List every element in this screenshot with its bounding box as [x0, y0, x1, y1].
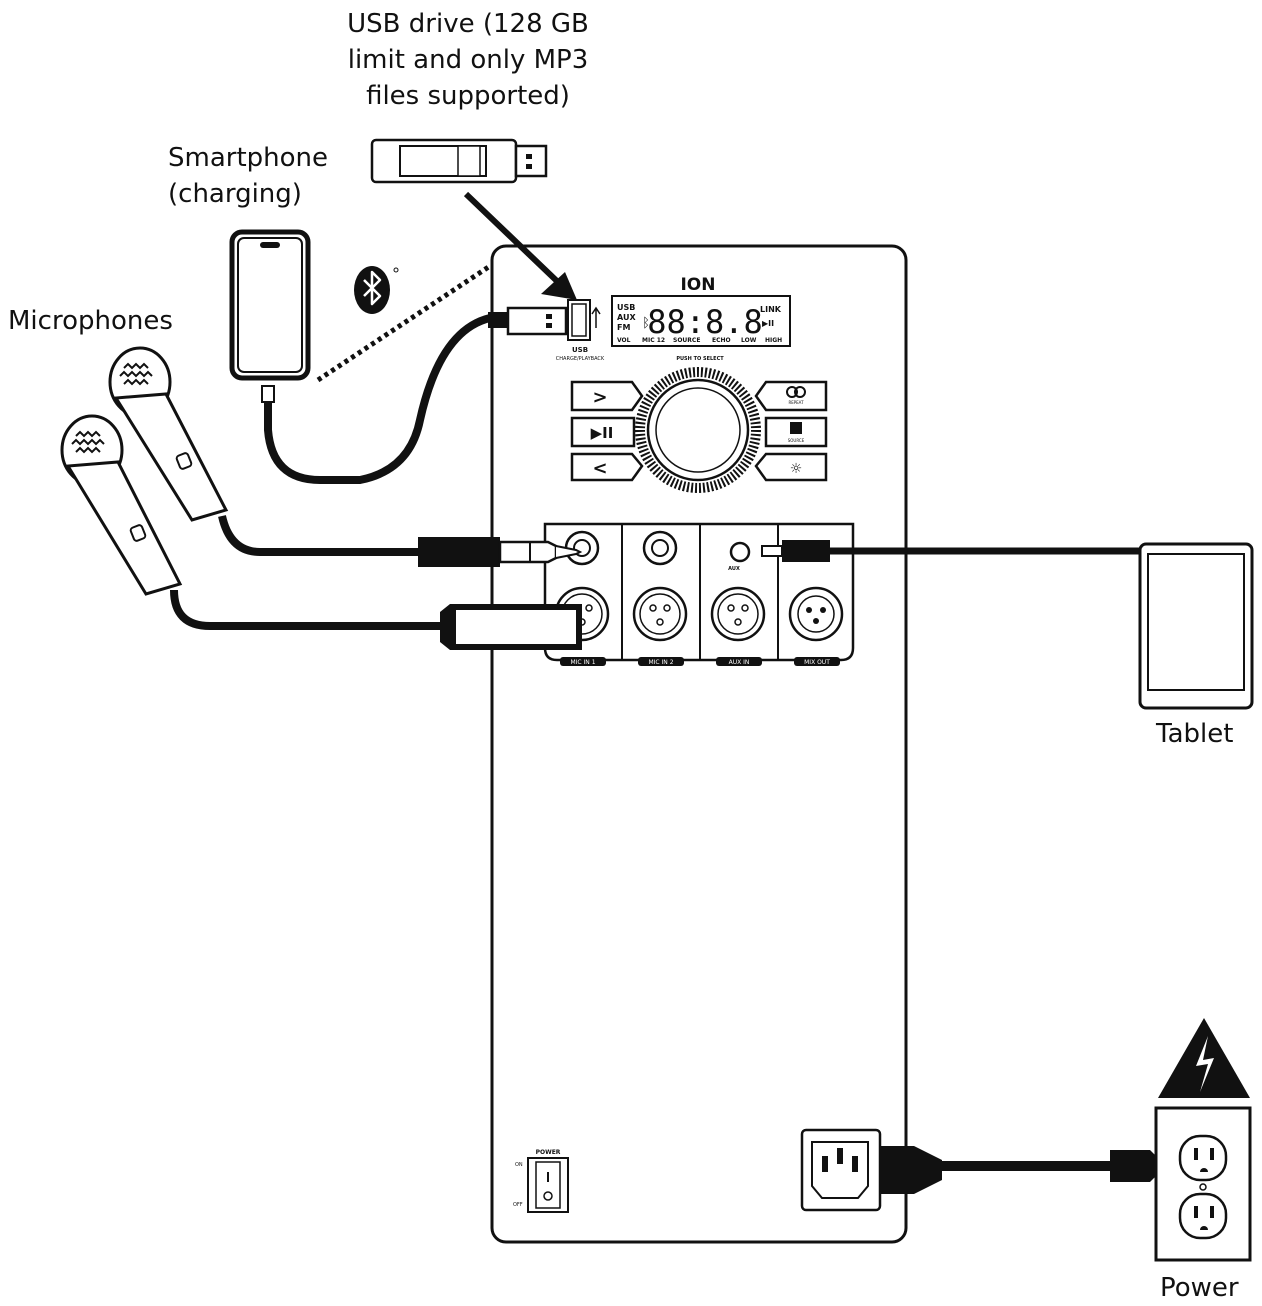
next-button[interactable]: >	[570, 380, 644, 412]
source-icon	[790, 422, 802, 434]
source-caption: SOURCE	[788, 438, 805, 443]
source-button[interactable]: SOURCE	[764, 416, 828, 448]
smartphone-label: Smartphone (charging)	[168, 143, 329, 209]
microphones-label: Microphones	[8, 306, 173, 336]
power-off-label: OFF	[513, 1202, 523, 1208]
play-pause-label: ▶II	[591, 424, 614, 442]
jack-label-tabs	[560, 657, 840, 666]
wall-outlet	[1154, 1106, 1252, 1262]
display-label-mic: MIC 12	[642, 337, 665, 344]
charging-cable	[261, 306, 568, 484]
display-label-source: SOURCE	[673, 337, 700, 344]
jack-label-mic-in-2: MIC IN 2	[648, 659, 673, 666]
knob-caption: PUSH TO SELECT	[676, 356, 724, 362]
power-inlet	[800, 1128, 882, 1212]
repeat-caption: REPEAT	[788, 400, 804, 405]
display-digits: 88:8.8	[647, 303, 763, 341]
display-label-vol: VOL	[617, 337, 631, 344]
usb-insert-arrow	[463, 191, 577, 300]
speaker-panel	[490, 244, 908, 1244]
repeat-button[interactable]: REPEAT	[754, 380, 828, 412]
display-bluetooth-icon: ᛒ	[642, 316, 650, 331]
previous-button[interactable]: <	[570, 452, 644, 482]
usb-drive	[370, 138, 548, 184]
play-pause-button[interactable]: ▶II	[570, 416, 636, 448]
mic-1-cable	[218, 514, 583, 567]
microphone-1	[108, 346, 229, 522]
microphone-2	[60, 414, 183, 596]
previous-button-label: <	[592, 458, 607, 479]
bluetooth-icon	[354, 266, 399, 314]
brand-logo: ION	[680, 275, 715, 295]
bluetooth-link	[316, 263, 492, 383]
smartphone	[229, 229, 311, 381]
main-knob[interactable]	[635, 367, 761, 493]
display-indicator-aux: AUX	[617, 313, 636, 322]
display-label-echo: ECHO	[712, 337, 731, 344]
light-icon: ☼	[790, 461, 803, 477]
usb-port-label: USB	[572, 346, 588, 354]
mic-2-cable	[170, 589, 582, 650]
usb-drive-label: USB drive (128 GB limit and only MP3 fil…	[347, 9, 589, 111]
tablet-label: Tablet	[1156, 719, 1234, 749]
aux-label: AUX	[728, 566, 740, 572]
usb-symbol-icon	[591, 306, 601, 328]
mix-out-jack[interactable]	[788, 586, 844, 642]
power-on-label: ON	[515, 1162, 523, 1168]
display-label-low: LOW	[741, 337, 757, 344]
display-indicator-fm: FM	[617, 323, 630, 332]
power-cable	[880, 1146, 1186, 1194]
repeat-icon	[786, 386, 798, 398]
lcd-display: USB AUX FM ᛒ 88:8.8 LINK ▶II VOL MIC 12 …	[611, 295, 791, 347]
aux-cable	[761, 540, 1142, 562]
jack-label-aux-in: AUX IN	[729, 659, 750, 666]
light-button[interactable]: ☼	[754, 452, 828, 482]
jack-label-mix-out: MIX OUT	[804, 659, 830, 666]
power-switch[interactable]: POWER ON OFF	[513, 1149, 569, 1213]
usb-port-sublabel: CHARGE/PLAYBACK	[556, 356, 605, 362]
tablet	[1138, 542, 1254, 710]
display-indicator-usb: USB	[617, 303, 635, 312]
high-voltage-warning-icon	[1158, 1018, 1250, 1098]
power-switch-label: POWER	[536, 1149, 561, 1156]
mic-in-2-jack[interactable]	[632, 530, 688, 642]
power-label: Power	[1160, 1273, 1239, 1303]
usb-port: USB CHARGE/PLAYBACK	[556, 299, 605, 362]
next-button-label: >	[592, 387, 607, 408]
display-indicator-play: ▶II	[762, 319, 774, 328]
display-indicator-link: LINK	[760, 305, 782, 314]
jack-label-mic-in-1: MIC IN 1	[570, 659, 595, 666]
aux-in-jack[interactable]: AUX	[710, 541, 766, 642]
display-label-high: HIGH	[765, 337, 782, 344]
